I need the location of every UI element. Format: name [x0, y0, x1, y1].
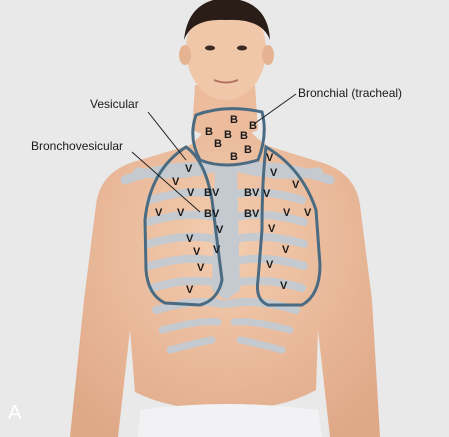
marker-v: V — [292, 179, 300, 191]
marker-v: V — [187, 187, 195, 199]
clavicle-left — [133, 163, 217, 179]
marker-b: B — [240, 130, 248, 142]
vesicular-markers: V V V V V V V V V V V V V V V V V V V V … — [155, 152, 312, 296]
marker-b: B — [205, 126, 213, 138]
bronchovesicular-markers: BV BV BV BV — [204, 187, 260, 220]
marker-b: B — [214, 138, 222, 150]
marker-v: V — [186, 233, 194, 245]
bronchial-markers: B B B B B B B B — [205, 114, 257, 163]
marker-v: V — [282, 244, 290, 256]
marker-v: V — [216, 224, 224, 236]
marker-bv: BV — [244, 208, 260, 220]
shorts — [138, 404, 322, 437]
vesicular-leader — [147, 111, 187, 161]
marker-v: V — [268, 223, 276, 235]
marker-bv: BV — [244, 187, 260, 199]
left-lung-outline — [143, 145, 224, 307]
marker-v: V — [266, 152, 274, 164]
marker-v: V — [304, 207, 312, 219]
marker-v: V — [172, 176, 180, 188]
bronchial-label: Bronchial (tracheal) — [298, 86, 403, 100]
ear-right — [262, 45, 274, 65]
marker-v: V — [283, 207, 291, 219]
marker-v: V — [270, 167, 278, 179]
right-lung-outline — [256, 144, 322, 307]
ear-left — [179, 45, 191, 65]
marker-v: V — [186, 284, 194, 296]
bronchovesicular-label: Bronchovesicular — [31, 139, 124, 153]
marker-b: B — [224, 129, 232, 141]
eye-right — [237, 45, 247, 51]
marker-bv: BV — [204, 208, 220, 220]
marker-v: V — [177, 207, 185, 219]
trachea-outline — [191, 107, 266, 167]
mouth — [213, 79, 239, 84]
marker-v: V — [155, 207, 163, 219]
bronchial-leader — [253, 93, 297, 125]
clavicle-right — [235, 163, 323, 179]
head — [186, 0, 266, 100]
marker-b: B — [249, 120, 257, 132]
marker-v: V — [193, 246, 201, 258]
marker-v: V — [197, 262, 205, 274]
marker-v: V — [266, 259, 274, 271]
marker-b: B — [230, 151, 238, 163]
marker-v: V — [185, 163, 193, 175]
marker-v: V — [213, 244, 221, 256]
marker-v: V — [263, 188, 271, 200]
bronchovesicular-leader — [131, 151, 201, 213]
marker-bv: BV — [204, 187, 220, 199]
eye-left — [205, 45, 215, 51]
neck — [192, 85, 258, 138]
marker-b: B — [244, 144, 252, 156]
marker-b: B — [230, 114, 238, 126]
vesicular-label: Vesicular — [90, 97, 139, 111]
hair — [184, 0, 270, 40]
marker-v: V — [280, 280, 288, 292]
panel-letter: A — [8, 402, 22, 424]
